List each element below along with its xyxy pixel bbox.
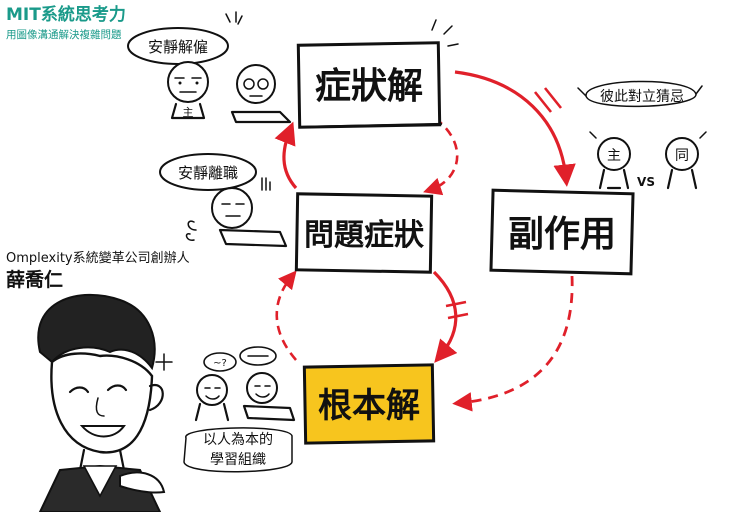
versus-label: VS — [637, 175, 655, 189]
peer-glyph: 同 — [675, 148, 689, 164]
arrow-root-to-problem — [275, 270, 297, 361]
speech-bubble-opposition: 彼此對立猜忌 — [577, 80, 703, 108]
arrow-symptom-to-problem — [423, 116, 459, 196]
svg-text:安靜離職: 安靜離職 — [178, 164, 238, 182]
delay-mark-middle — [445, 300, 469, 320]
worker-with-laptop-figure — [230, 64, 292, 124]
arrow-problem-to-root — [432, 270, 458, 363]
box-fundamental-solution: 根本解 — [302, 363, 436, 445]
presenter-role: Omplexity系統變革公司創辦人 — [6, 250, 190, 266]
brand-subtitle: 用圖像溝通解決複雜問題 — [6, 28, 122, 41]
manager-glyph: 主 — [183, 106, 194, 119]
box-side-effect-label: 副作用 — [508, 214, 616, 255]
box-fundamental-solution-label: 根本解 — [318, 386, 420, 426]
presenter-name: 薛喬仁 — [6, 268, 63, 291]
box-problem-symptom: 問題症狀 — [294, 192, 434, 274]
svg-text:以人為本的: 以人為本的 — [203, 432, 273, 448]
team-figures: ~? — [194, 346, 296, 422]
svg-text:~?: ~? — [213, 358, 227, 369]
box-symptom-solution: 症狀解 — [296, 19, 459, 129]
box-symptom-solution-label: 症狀解 — [315, 66, 423, 107]
arrow-symptom-to-side-effect — [454, 70, 576, 187]
speech-bubble-quiet-quitting: 安靜離職 — [159, 153, 257, 191]
boss-glyph: 主 — [607, 148, 621, 164]
speech-bubble-quiet-firing: 安靜解僱 — [127, 27, 229, 65]
svg-text:彼此對立猜忌: 彼此對立猜忌 — [600, 89, 684, 105]
svg-text:安靜解僱: 安靜解僱 — [148, 38, 208, 56]
box-side-effect: 副作用 — [489, 188, 635, 276]
quitting-worker-figure — [185, 177, 288, 248]
arrow-problem-to-symptom — [274, 121, 298, 190]
manager-figure: 主 — [167, 11, 243, 120]
delay-mark-top — [533, 87, 563, 113]
speech-bubble-learning-org: 以人為本的 學習組織 — [183, 427, 293, 473]
brand-title: MIT系統思考力 — [6, 4, 126, 25]
arrow-side-effect-to-root — [452, 275, 574, 412]
box-problem-symptom-label: 問題症狀 — [304, 218, 424, 253]
boss-vs-peer-figures: 主 VS 同 — [589, 131, 707, 190]
presenter-portrait — [37, 293, 173, 512]
svg-text:學習組織: 學習組織 — [210, 452, 266, 468]
